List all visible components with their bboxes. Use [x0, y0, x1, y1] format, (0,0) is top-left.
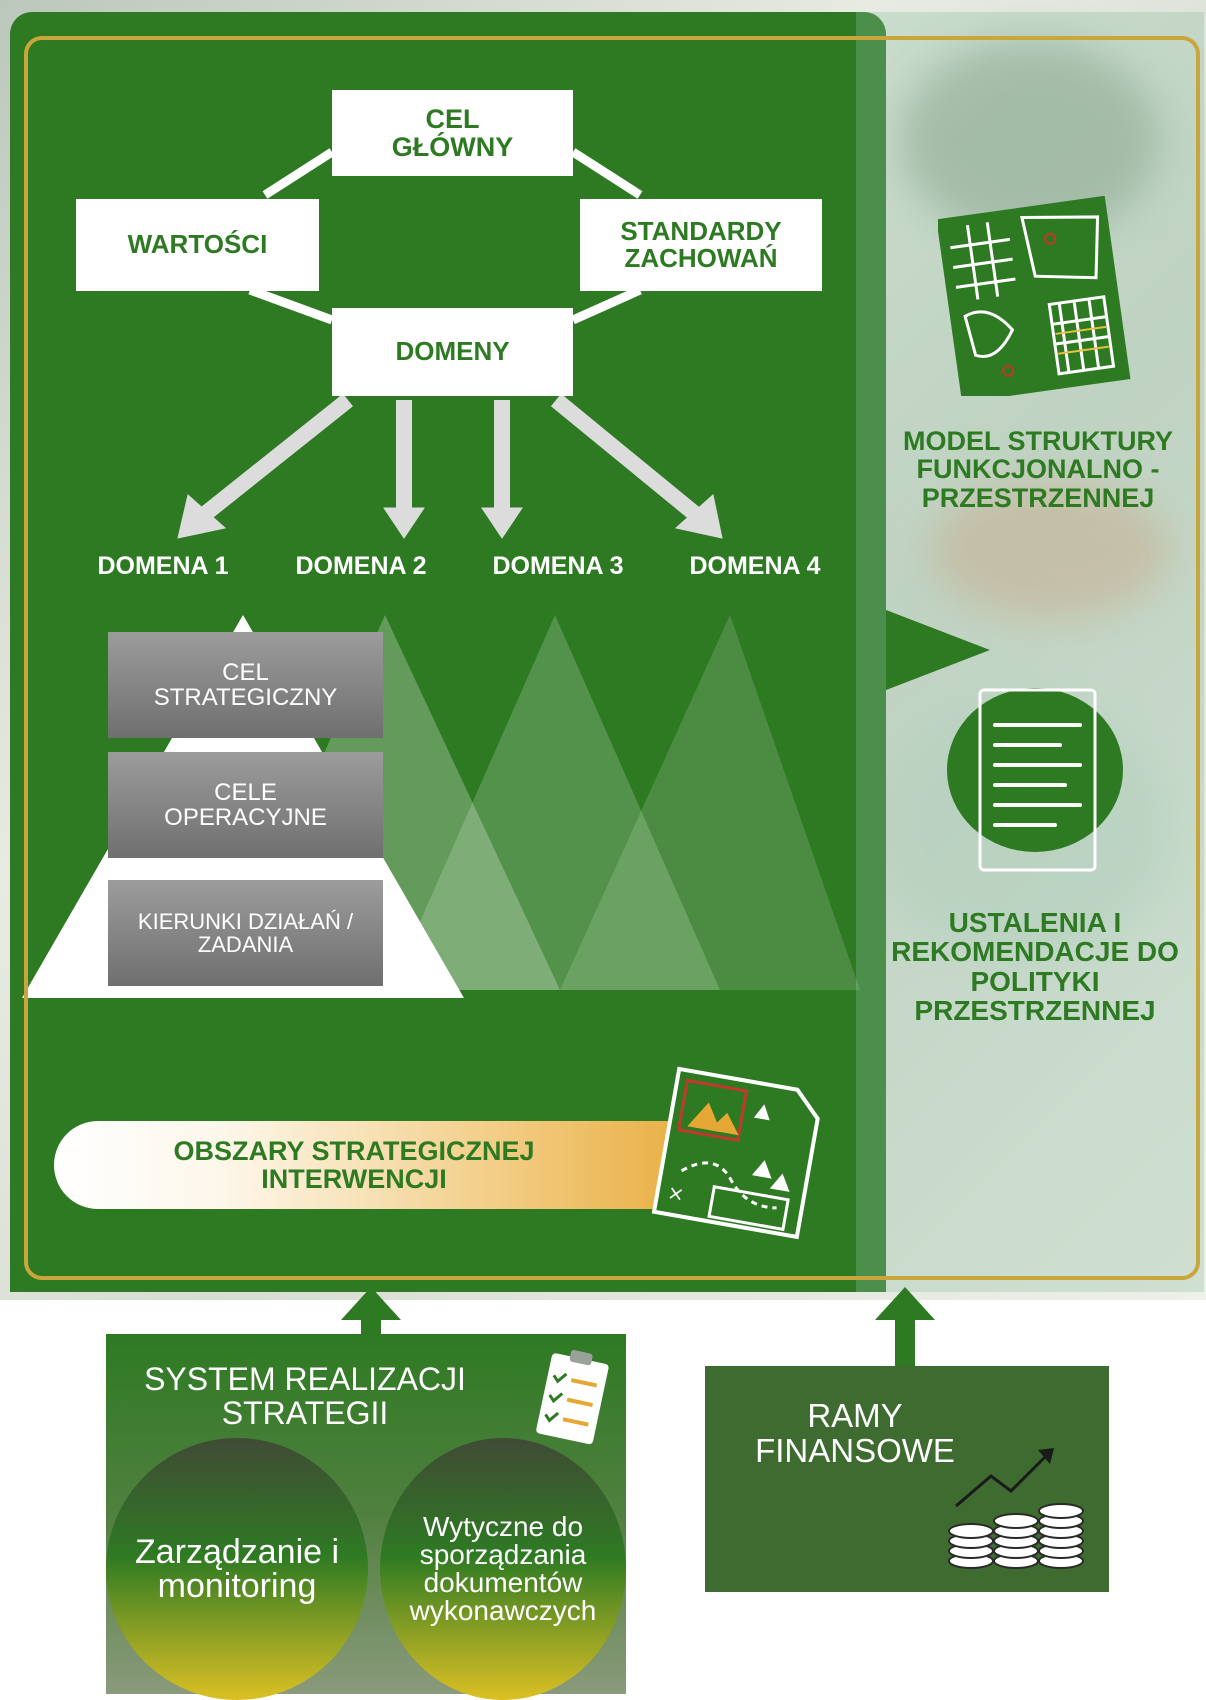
- domain-label-3: DOMENA 3: [492, 552, 624, 580]
- model-struktury-label: MODEL STRUKTURY FUNKCJONALNO -PRZESTRZEN…: [903, 426, 1173, 513]
- pyramid-kierunki-dzialan: KIERUNKI DZIAŁAŃ / ZADANIA: [108, 880, 383, 986]
- map-grid-icon: [938, 196, 1131, 396]
- coins-chart-icon: [948, 1448, 1084, 1569]
- wytyczne-label: Wytyczne do sporządzania dokumentów wyko…: [409, 1511, 597, 1626]
- document-list-icon: [947, 688, 1123, 872]
- box-standardy-zachowan: STANDARDY ZACHOWAŃ: [580, 199, 822, 291]
- box-wartosci: WARTOŚCI: [76, 199, 319, 291]
- ustalenia-label: USTALENIA I REKOMENDACJE DO POLITYKI PRZ…: [891, 907, 1179, 1027]
- pyramid-cele-operacyjne: CELE OPERACYJNE: [108, 752, 383, 858]
- box-domeny: DOMENY: [332, 308, 573, 396]
- treasure-map-icon: ×: [651, 1066, 820, 1240]
- gold-frame: [24, 36, 1200, 1280]
- pyramid-cel-strategiczny: CEL STRATEGICZNY: [108, 632, 383, 738]
- ramy-finansowe-title: RAMY FINANSOWE: [755, 1397, 955, 1469]
- box-cel-glowny: CEL GŁÓWNY: [332, 90, 573, 176]
- osi-label: OBSZARY STRATEGICZNEJ INTERWENCJI: [173, 1135, 535, 1194]
- svg-text:×: ×: [666, 1180, 687, 1207]
- system-realizacji-title: SYSTEM REALIZACJI STRATEGII: [144, 1361, 466, 1431]
- domain-label-1: DOMENA 1: [97, 552, 229, 580]
- checklist-icon: [536, 1350, 609, 1445]
- wytyczne-circle: Wytyczne do sporządzania dokumentów wyko…: [380, 1438, 626, 1700]
- zarzadzanie-circle: Zarządzanie i monitoring: [106, 1438, 368, 1700]
- domain-label-4: DOMENA 4: [689, 552, 821, 580]
- domain-label-2: DOMENA 2: [295, 552, 427, 580]
- osi-pill: OBSZARY STRATEGICZNEJ INTERWENCJI: [54, 1121, 734, 1209]
- zarzadzanie-label: Zarządzanie i monitoring: [134, 1533, 340, 1605]
